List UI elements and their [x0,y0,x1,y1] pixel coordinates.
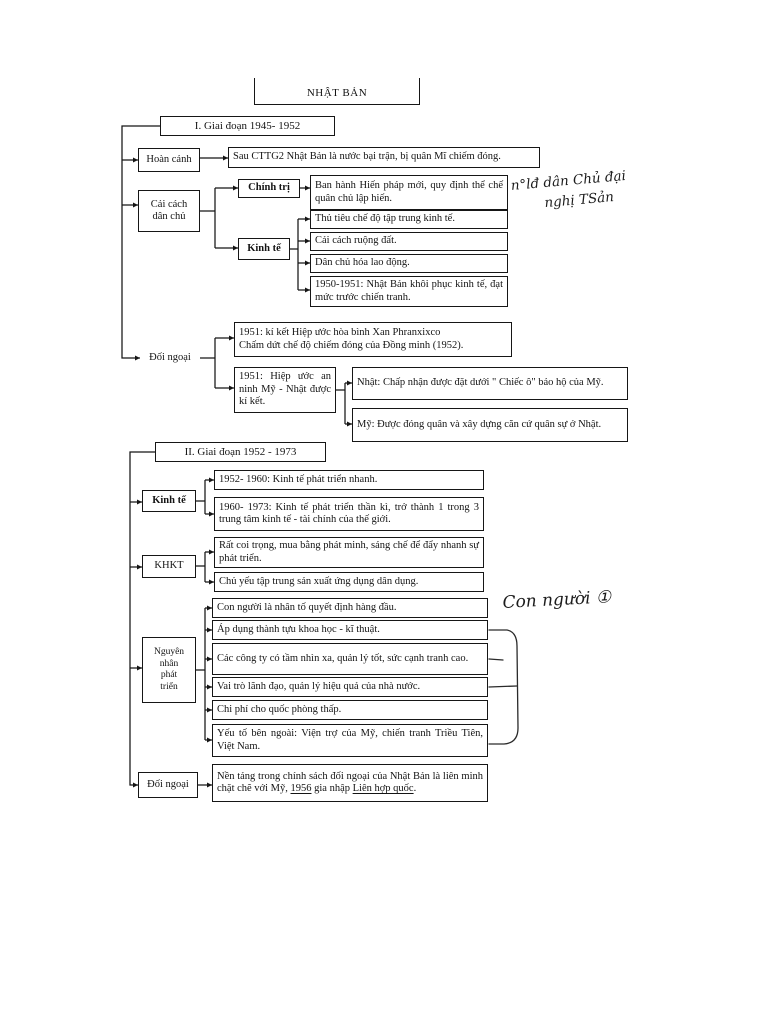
s2-nguyen-nhan-item-text: Yếu tố bên ngoài: Viện trợ của Mỹ, chiến… [217,728,483,752]
s2-nguyen-nhan-label: Nguyên nhân phát triển [142,637,196,703]
s1-an-ninh-item: Mỹ: Được đóng quân và xây dựng căn cứ qu… [352,408,628,442]
s2-nguyen-nhan-line-4: triển [160,681,178,692]
handwritten-bracket-tick-2 [488,685,518,688]
s2-nguyen-nhan-label-text: Nguyên nhân phát triển [147,647,191,693]
s2-nguyen-nhan-line-2: nhân [159,658,179,669]
s2-khkt-label-text: KHKT [154,560,184,572]
handwritten-bracket-tick-1 [488,658,504,661]
s2-khkt-item-text: Chủ yếu tập trung sản xuất ứng dụng dân … [219,575,419,587]
s2-header: II. Giai đoạn 1952 - 1973 [155,442,326,462]
s1-chinh-tri-label: Chính trị [238,179,300,198]
s2-khkt-item: Rất coi trọng, mua bằng phát minh, sáng … [214,537,484,568]
s1-hoan-canh-text: Sau CTTG2 Nhật Bản là nước bại trận, bị … [228,147,540,168]
s2-doi-ngoai-label-text: Đối ngoại [147,778,189,790]
s1-kinh-te-item: Thủ tiêu chế độ tập trung kinh tế. [310,210,508,229]
s1-header-text: I. Giai đoạn 1945- 1952 [194,119,301,132]
s1-an-ninh-item-text: Mỹ: Được đóng quân và xây dựng căn cứ qu… [357,418,602,430]
s2-nguyen-nhan-line-1: Nguyên [153,647,185,657]
s1-cai-cach-label-text: Cải cách dân chủ [143,199,195,224]
s2-doi-ngoai-part-1: Nền tảng trong chính sách đối ngoại của … [217,770,483,795]
s2-doi-ngoai-text: Nền tảng trong chính sách đối ngoại của … [212,764,488,802]
s2-nguyen-nhan-item: Các công ty có tầm nhìn xa, quản lý tốt,… [212,643,488,675]
s2-kinh-te-item-text: 1952- 1960: Kinh tế phát triển nhanh. [219,473,378,485]
s1-hoa-binh-line-1: 1951: kí kết Hiệp ước hòa bình Xan Phran… [239,327,441,338]
page-title-text: NHẬT BẢN [306,87,368,99]
s1-kinh-te-label: Kinh tế [238,238,290,260]
s1-kinh-te-label-text: Kinh tế [247,242,281,254]
page-title: NHẬT BẢN [254,78,420,105]
s2-doi-ngoai-label: Đối ngoại [138,772,198,798]
s1-kinh-te-item-text: 1950-1951: Nhật Bản khôi phục kinh tế, đ… [315,279,503,303]
s1-chinh-tri-label-text: Chính trị [248,182,290,194]
s2-nguyen-nhan-item: Yếu tố bên ngoài: Viện trợ của Mỹ, chiến… [212,724,488,757]
s2-nguyen-nhan-item-text: Con người là nhân tố quyết định hàng đầu… [217,601,397,613]
s1-kinh-te-item: Dân chủ hóa lao động. [310,254,508,273]
s2-kinh-te-item-text: 1960- 1973: Kinh tế phát triển thần kì, … [219,501,479,526]
s2-doi-ngoai-part-3: gia nhập [311,783,353,794]
s2-header-text: II. Giai đoạn 1952 - 1973 [184,445,297,458]
s2-kinh-te-label: Kinh tế [142,490,196,512]
s1-cai-cach-line-2: dân chủ [152,211,186,222]
s1-kinh-te-item-text: Thủ tiêu chế độ tập trung kinh tế. [315,213,455,225]
s1-chinh-tri-text: Ban hành Hiến pháp mới, quy định thể chế… [310,175,508,210]
s2-kinh-te-label-text: Kinh tế [152,494,186,506]
s1-kinh-te-item-text: Cải cách ruộng đất. [315,235,397,247]
s1-hoan-canh-label-text: Hoàn cảnh [146,153,192,165]
s1-an-ninh-text: 1951: Hiệp ước an ninh Mỹ - Nhật được kí… [234,367,336,413]
s1-hoan-canh-label: Hoàn cảnh [138,148,200,172]
s2-nguyen-nhan-line-3: phát [160,670,178,680]
s2-khkt-item-text: Rất coi trọng, mua bằng phát minh, sáng … [219,540,479,564]
s1-an-ninh-item-text: Nhật: Chấp nhận được đặt dưới " Chiếc ô"… [357,377,604,389]
s1-an-ninh-content: 1951: Hiệp ước an ninh Mỹ - Nhật được kí… [239,371,331,408]
s1-cai-cach-label: Cải cách dân chủ [138,190,200,232]
s2-nguyen-nhan-item-text: Chi phí cho quốc phòng thấp. [217,703,342,715]
s1-kinh-te-item: Cải cách ruộng đất. [310,232,508,251]
s1-doi-ngoai-label-text: Đối ngoại [149,351,191,363]
s1-kinh-te-item: 1950-1951: Nhật Bản khôi phục kinh tế, đ… [310,276,508,307]
s2-nguyen-nhan-item-text: Vai trò lãnh đạo, quản lý hiệu quả của n… [217,680,421,692]
s1-doi-ngoai-label: Đối ngoại [140,347,200,369]
s1-header: I. Giai đoạn 1945- 1952 [160,116,335,136]
s2-nguyen-nhan-item-text: Các công ty có tầm nhìn xa, quản lý tốt,… [217,652,469,664]
s1-hoan-canh-content: Sau CTTG2 Nhật Bản là nước bại trận, bị … [233,151,501,163]
s2-kinh-te-item: 1960- 1973: Kinh tế phát triển thần kì, … [214,497,484,531]
s2-doi-ngoai-year: 1956 [290,783,312,794]
s2-khkt-label: KHKT [142,555,196,578]
s1-hoa-binh-line-2: Chấm dứt chế độ chiếm đóng của Đồng minh… [239,339,464,351]
s1-cai-cach-line-1: Cải cách [150,198,188,210]
s2-nguyen-nhan-item: Áp dụng thành tựu khoa học - kĩ thuật. [212,620,488,640]
handwritten-note-con-nguoi-text: Con người ① [502,587,612,613]
s2-kinh-te-item: 1952- 1960: Kinh tế phát triển nhanh. [214,470,484,490]
handwritten-note-con-nguoi: Con người ① [502,586,612,614]
s1-an-ninh-item: Nhật: Chấp nhận được đặt dưới " Chiếc ô"… [352,367,628,400]
s2-doi-ngoai-org: Liên hợp quốc [352,783,414,794]
s1-kinh-te-item-text: Dân chủ hóa lao động. [315,257,410,269]
handwritten-note-political: n°lđ dân Chủ đại nghị TSản [510,166,628,216]
handwritten-bracket [488,629,519,745]
s2-doi-ngoai-part-5: . [413,783,417,794]
s2-nguyen-nhan-item: Con người là nhân tố quyết định hàng đầu… [212,598,488,618]
s2-nguyen-nhan-item: Vai trò lãnh đạo, quản lý hiệu quả của n… [212,677,488,697]
s2-doi-ngoai-content: Nền tảng trong chính sách đối ngoại của … [217,771,483,796]
s1-hoa-binh-text: 1951: kí kết Hiệp ước hòa bình Xan Phran… [234,322,512,357]
s2-khkt-item: Chủ yếu tập trung sản xuất ứng dụng dân … [214,572,484,592]
s2-nguyen-nhan-item: Chi phí cho quốc phòng thấp. [212,700,488,720]
s1-hoa-binh-content: 1951: kí kết Hiệp ước hòa bình Xan Phran… [239,327,507,352]
s2-nguyen-nhan-item-text: Áp dụng thành tựu khoa học - kĩ thuật. [217,623,380,635]
s1-chinh-tri-content: Ban hành Hiến pháp mới, quy định thể chế… [315,180,503,204]
